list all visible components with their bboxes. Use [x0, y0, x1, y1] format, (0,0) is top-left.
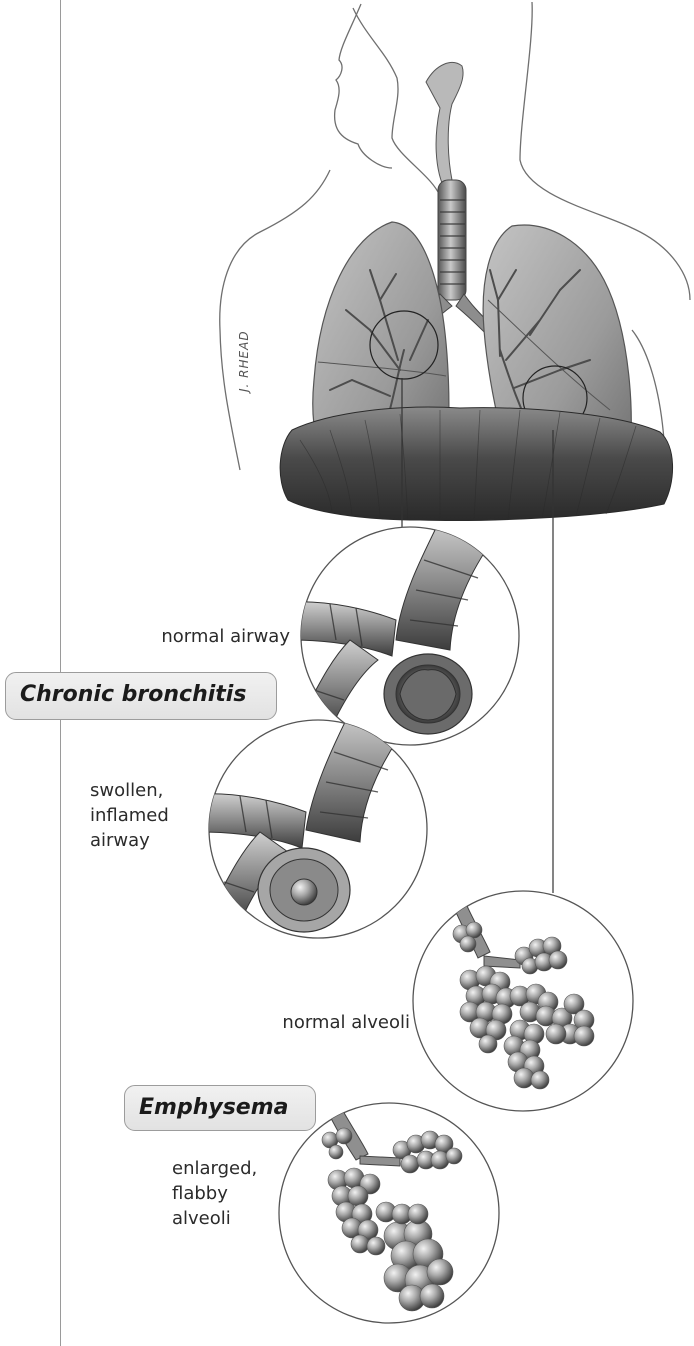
- normal-alveoli-circle: [413, 884, 633, 1111]
- diaphragm: [280, 407, 672, 520]
- tag-emphysema: Emphysema: [124, 1085, 316, 1131]
- inflamed-airway-circle: [200, 712, 427, 938]
- label-normal-airway: normal airway: [120, 624, 290, 649]
- enlarged-alveoli-circle: [279, 1098, 499, 1323]
- tag-chronic-bronchitis: Chronic bronchitis: [5, 672, 277, 720]
- label-enlarged-alveoli: enlarged, flabby alveoli: [172, 1156, 282, 1231]
- label-swollen-airway: swollen, inflamed airway: [90, 778, 200, 853]
- artist-signature: J. RHEAD: [237, 330, 251, 392]
- label-normal-alveoli: normal alveoli: [220, 1010, 410, 1035]
- normal-airway-circle: [290, 520, 519, 745]
